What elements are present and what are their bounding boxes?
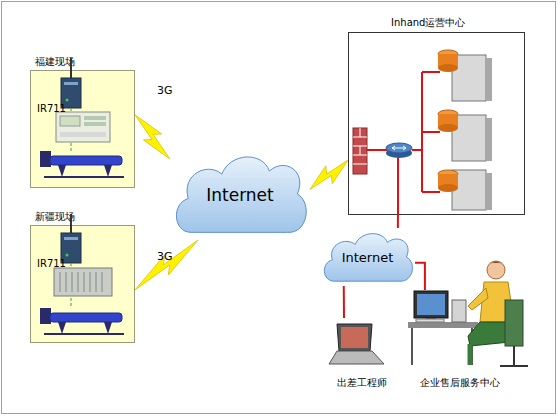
link-line bbox=[415, 263, 425, 290]
laptop-icon bbox=[329, 324, 384, 364]
site-box: Inhand运营中心 bbox=[348, 32, 525, 215]
wireless-link bbox=[135, 240, 198, 290]
cloud-label: Internet bbox=[170, 185, 310, 205]
lightning-bolt bbox=[310, 160, 348, 189]
link-line bbox=[343, 286, 345, 318]
network-link bbox=[343, 286, 344, 318]
link-label: 3G bbox=[157, 84, 173, 97]
wireless-link bbox=[135, 115, 170, 159]
lightning-bolt bbox=[135, 115, 170, 159]
site-heading: Inhand运营中心 bbox=[391, 16, 465, 30]
device-label: IR711 bbox=[37, 258, 66, 269]
link-line bbox=[397, 215, 399, 228]
cloud-label: Internet bbox=[320, 250, 415, 265]
terminal-node: 企业售后服务中心 bbox=[395, 290, 525, 390]
site-box: 新疆现场 bbox=[30, 225, 135, 343]
workstation-icon bbox=[408, 261, 528, 366]
network-link bbox=[415, 263, 425, 290]
terminal-caption: 出差工程师 bbox=[322, 376, 402, 390]
terminal-caption: 企业售后服务中心 bbox=[395, 376, 525, 390]
wireless-link bbox=[310, 160, 348, 189]
cloud-node: Internet bbox=[170, 148, 310, 240]
link-label: 3G bbox=[157, 250, 173, 263]
cloud-node: Internet bbox=[320, 228, 415, 286]
site-heading: 新疆现场 bbox=[35, 210, 75, 224]
device-label: IR711 bbox=[37, 103, 66, 114]
site-box: 福建现场 bbox=[30, 70, 135, 188]
network-link bbox=[397, 215, 398, 228]
site-heading: 福建现场 bbox=[35, 55, 75, 69]
terminal-node: 出差工程师 bbox=[322, 318, 402, 390]
lightning-bolt bbox=[135, 240, 198, 290]
